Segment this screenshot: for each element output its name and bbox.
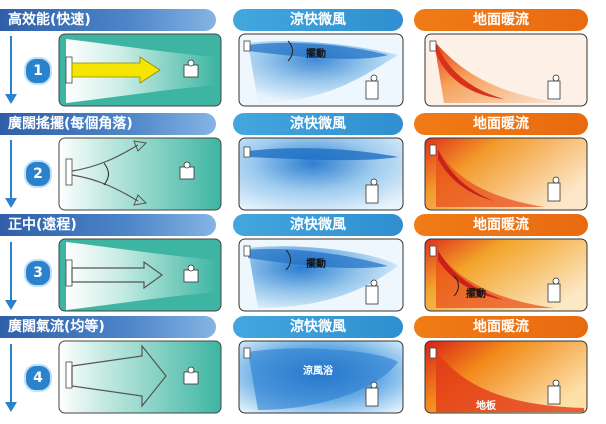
down-arrow-2 [5, 140, 17, 208]
mode-panel-4 [58, 340, 222, 414]
cool-panel-1 [238, 33, 404, 107]
mode-panel-2 [58, 137, 222, 211]
step-number-1: 1 [24, 57, 52, 85]
person-icon [365, 381, 379, 407]
step-number-3: 3 [24, 259, 52, 287]
warm-panel-4 [424, 340, 588, 414]
warm-label-4: 地板 [476, 401, 496, 412]
cool-header-2: 涼快微風 [233, 113, 403, 135]
cool-panel-2 [238, 137, 404, 211]
mode-header-2: 廣闊搖擺(每個角落) [0, 113, 216, 135]
warm-label-3: 擺動 [466, 289, 486, 300]
down-arrow-3 [5, 242, 17, 310]
warm-header-4: 地面暖流 [414, 316, 588, 338]
person-icon [547, 74, 561, 100]
down-arrow-4 [5, 344, 17, 412]
person-icon [365, 74, 379, 100]
warm-panel-1 [424, 33, 588, 107]
warm-panel-2 [424, 137, 588, 211]
cool-header-1: 涼快微風 [233, 9, 403, 31]
person-icon [547, 379, 561, 405]
cool-panel-4 [238, 340, 404, 414]
person-icon [183, 264, 199, 283]
airflow-arrow-yellow [71, 56, 161, 84]
mode-panel-3 [58, 238, 222, 312]
cool-label-1: 擺動 [306, 49, 326, 60]
mode-panel-1 [58, 33, 222, 107]
person-icon [547, 176, 561, 202]
cool-panel-3 [238, 238, 404, 312]
person-icon [183, 366, 199, 385]
mode-header-4: 廣闊氣流(均等) [0, 316, 216, 338]
cool-label-3: 擺動 [306, 259, 326, 270]
cool-header-3: 涼快微風 [233, 214, 403, 236]
mode-header-3: 正中(遠程) [0, 214, 216, 236]
warm-panel-3 [424, 238, 588, 312]
person-icon [183, 59, 199, 78]
warm-header-1: 地面暖流 [414, 9, 588, 31]
mode-header-1: 高效能(快速) [0, 9, 216, 31]
warm-header-3: 地面暖流 [414, 214, 588, 236]
step-number-2: 2 [24, 160, 52, 188]
cool-header-4: 涼快微風 [233, 316, 403, 338]
person-icon [547, 277, 561, 303]
cool-label-4: 涼風浴 [303, 366, 333, 377]
person-icon [179, 161, 195, 180]
warm-header-2: 地面暖流 [414, 113, 588, 135]
person-icon [365, 279, 379, 305]
step-number-4: 4 [24, 364, 52, 392]
down-arrow-1 [5, 36, 17, 104]
person-icon [365, 178, 379, 204]
